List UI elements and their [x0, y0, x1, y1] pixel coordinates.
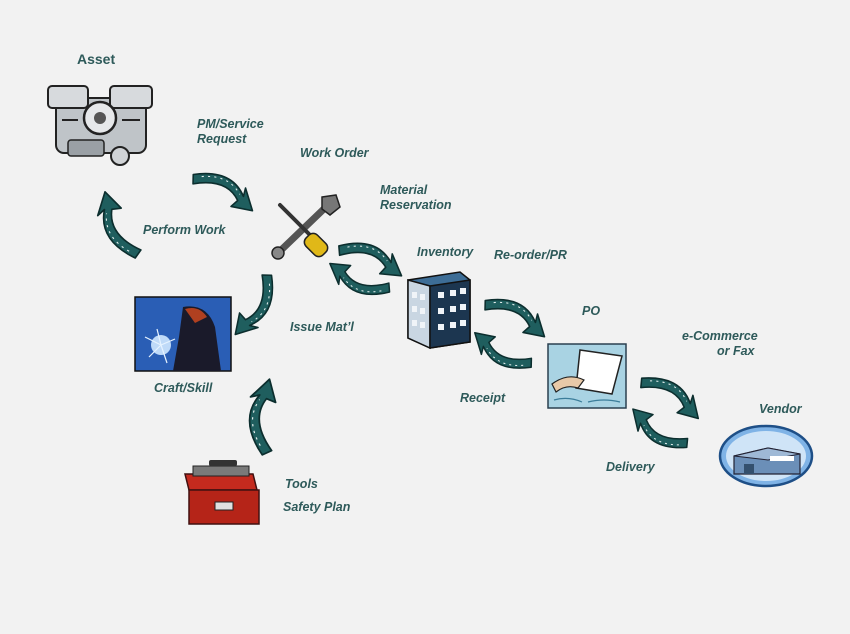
building-icon — [407, 271, 471, 350]
label-tools: Tools — [285, 477, 318, 491]
arrow-inventory-to-po — [479, 288, 554, 344]
label-receipt: Receipt — [460, 391, 506, 405]
arrow-workorder-to-craft — [228, 269, 284, 344]
label-reorder-pr: Re-order/PR — [494, 248, 567, 262]
label-ecommerce: e-Commerce — [682, 329, 758, 343]
arrow-perform-to-asset — [88, 187, 146, 266]
arrow-pm-to-workorder — [187, 162, 262, 218]
label-work-order: Work Order — [300, 146, 369, 160]
label-material: Material — [380, 183, 428, 197]
label-delivery: Delivery — [606, 460, 655, 474]
tools-wrench-icon — [271, 194, 341, 260]
toolbox-icon — [184, 460, 260, 525]
label-issue-matl: Issue Mat’l — [290, 320, 354, 334]
label-asset: Asset — [77, 51, 116, 67]
vendor-warehouse-icon — [718, 424, 814, 488]
document-hand-icon — [547, 343, 627, 409]
welder-icon — [134, 296, 232, 372]
arrow-po-to-inventory — [466, 326, 537, 379]
label-safety-plan: Safety Plan — [283, 500, 351, 514]
label-vendor: Vendor — [759, 402, 802, 416]
engine-icon — [47, 85, 153, 166]
label-inventory: Inventory — [417, 245, 474, 259]
label-po: PO — [582, 304, 601, 318]
label-reservation: Reservation — [380, 198, 452, 212]
label-perform-work: Perform Work — [143, 223, 226, 237]
arrow-inventory-to-workorder — [323, 257, 395, 304]
label-craft-skill: Craft/Skill — [154, 381, 213, 395]
arrow-tools-to-craft — [247, 377, 278, 457]
label-pm-service: PM/Service — [197, 117, 264, 131]
label-or-fax: or Fax — [717, 344, 755, 358]
label-request: Request — [197, 132, 247, 146]
